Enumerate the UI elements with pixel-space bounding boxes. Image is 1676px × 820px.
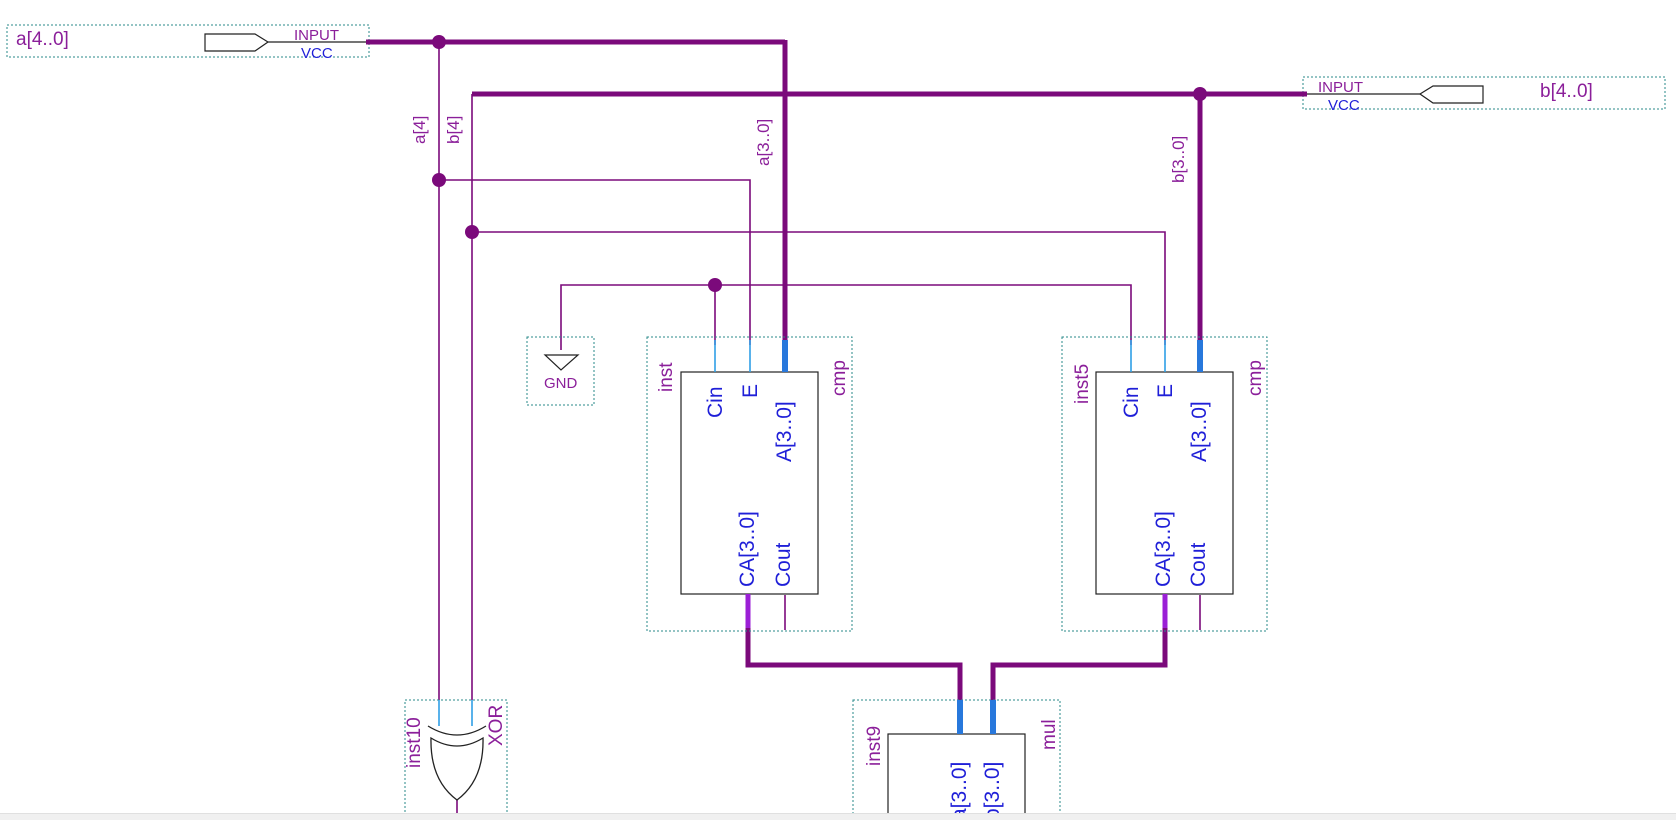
- xor-gate-inst10[interactable]: inst10 XOR: [404, 699, 508, 820]
- port-cin-label: Cin: [704, 386, 727, 418]
- wire-b4-to-inst5-e[interactable]: [472, 231, 1166, 345]
- ground-icon: [543, 354, 580, 371]
- gnd-frame: [526, 336, 595, 406]
- block-inst9-name: inst9: [864, 726, 885, 766]
- bus-ca-inst5[interactable]: [990, 595, 1168, 700]
- horizontal-scrollbar[interactable]: [0, 813, 1676, 820]
- input-pin-b[interactable]: INPUT VCC b[4..0]: [1302, 76, 1666, 114]
- wire-gnd-cin[interactable]: [560, 284, 1132, 350]
- gnd-label: GND: [544, 375, 578, 392]
- wire-a4-to-inst-e[interactable]: [439, 179, 751, 345]
- block-inst9-frame: [852, 699, 1061, 820]
- port-ca-label: CA[3..0]: [736, 511, 759, 587]
- junction-dot: [708, 278, 722, 292]
- xor-instance: inst10: [404, 717, 425, 768]
- pin-a-sub: VCC: [301, 45, 333, 62]
- junctions: [432, 35, 1207, 292]
- pin-b-type: INPUT: [1318, 79, 1363, 96]
- block-inst-name: inst: [656, 362, 677, 392]
- net-label-b4: b[4]: [444, 116, 463, 144]
- net-labels: a[4] b[4] a[3..0] b[3..0]: [410, 116, 1188, 183]
- block-inst[interactable]: inst cmp Cin E A[3..0] CA[3..0] Cout: [646, 336, 853, 632]
- xor-input-arc: [427, 725, 487, 736]
- net-label-a30: a[3..0]: [754, 119, 773, 166]
- xor-gate-icon: [430, 736, 484, 801]
- block-inst9-type: mul: [1039, 719, 1060, 750]
- xor-frame: [404, 699, 508, 820]
- junction-dot: [465, 225, 479, 239]
- block-inst-frame: [646, 336, 853, 632]
- port-cout-label: Cout: [772, 542, 795, 587]
- port-a-label: a[3..0]: [948, 762, 971, 820]
- pin-b-sub: VCC: [1328, 97, 1360, 114]
- port-e-label: E: [1154, 384, 1177, 398]
- port-cout-label: Cout: [1187, 542, 1210, 587]
- junction-dot: [1193, 87, 1207, 101]
- input-pin-a[interactable]: a[4..0] INPUT VCC: [6, 24, 370, 62]
- pin-a-name: a[4..0]: [16, 29, 69, 50]
- net-label-b30: b[3..0]: [1169, 136, 1188, 183]
- net-label-a4: a[4]: [410, 116, 429, 144]
- block-inst-type: cmp: [829, 360, 850, 396]
- block-inst5-body: [1095, 371, 1234, 595]
- block-inst9[interactable]: inst9 mul a[3..0] b[3..0]: [852, 699, 1061, 820]
- junction-dot: [432, 173, 446, 187]
- bus-ca-inst[interactable]: [745, 595, 963, 700]
- port-e-label: E: [739, 384, 762, 398]
- block-inst9-body: [887, 733, 1026, 820]
- pin-a-arrow-icon: [204, 33, 270, 52]
- junction-dot: [432, 35, 446, 49]
- block-inst5-name: inst5: [1072, 364, 1093, 404]
- pin-b-name: b[4..0]: [1540, 81, 1593, 102]
- signal-wires: [438, 42, 1201, 813]
- port-a-label: A[3..0]: [1188, 401, 1211, 462]
- block-inst5[interactable]: inst5 cmp Cin E A[3..0] CA[3..0] Cout: [1061, 336, 1268, 632]
- port-a-label: A[3..0]: [773, 401, 796, 462]
- port-ca-label: CA[3..0]: [1152, 511, 1175, 587]
- block-inst5-type: cmp: [1245, 360, 1266, 396]
- port-cin-label: Cin: [1120, 386, 1143, 418]
- port-b-label: b[3..0]: [981, 762, 1004, 820]
- pin-a-type: INPUT: [294, 27, 339, 44]
- xor-type: XOR: [486, 705, 507, 746]
- block-inst5-frame: [1061, 336, 1268, 632]
- gnd-symbol[interactable]: GND: [526, 336, 595, 406]
- pin-b-arrow-icon: [1418, 85, 1484, 104]
- block-inst-body: [680, 371, 819, 595]
